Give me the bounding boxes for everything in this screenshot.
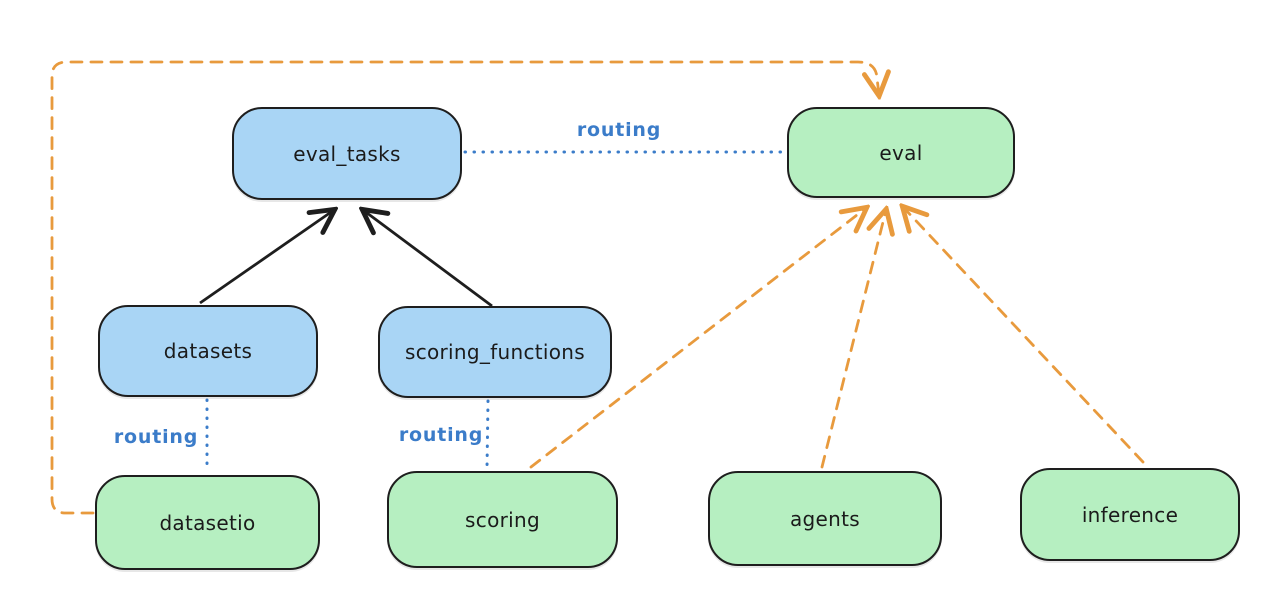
node-scoring-functions-label: scoring_functions — [404, 340, 586, 364]
node-scoring-functions: scoring_functions — [378, 306, 612, 398]
edge-label-routing-top: routing — [576, 119, 662, 141]
edge-scoring-functions-to-eval-tasks — [363, 210, 493, 308]
edge-datasets-to-eval-tasks — [199, 210, 334, 305]
node-eval: eval — [787, 107, 1015, 198]
node-datasetio: datasetio — [95, 475, 320, 570]
node-datasets: datasets — [98, 305, 318, 397]
node-agents: agents — [708, 471, 942, 566]
edge-agents-to-eval — [820, 210, 886, 469]
edge-label-routing-datasets: routing — [113, 426, 199, 448]
node-datasetio-label: datasetio — [159, 510, 256, 535]
node-datasets-label: datasets — [163, 339, 253, 363]
node-scoring: scoring — [387, 471, 618, 568]
edge-datasetio-to-eval-loop — [50, 60, 879, 515]
node-agents-label: agents — [790, 506, 860, 531]
edge-routing-scoring-functions-to-scoring — [485, 399, 490, 470]
node-scoring-label: scoring — [465, 507, 540, 532]
edge-scoring-to-eval — [529, 208, 866, 469]
node-eval-label: eval — [879, 140, 923, 165]
node-inference: inference — [1020, 468, 1240, 561]
node-eval-tasks: eval_tasks — [232, 107, 462, 200]
node-eval-tasks-label: eval_tasks — [293, 141, 401, 166]
edge-label-routing-scoring: routing — [398, 424, 484, 446]
node-inference-label: inference — [1081, 502, 1179, 527]
edge-inference-to-eval — [903, 207, 1145, 464]
